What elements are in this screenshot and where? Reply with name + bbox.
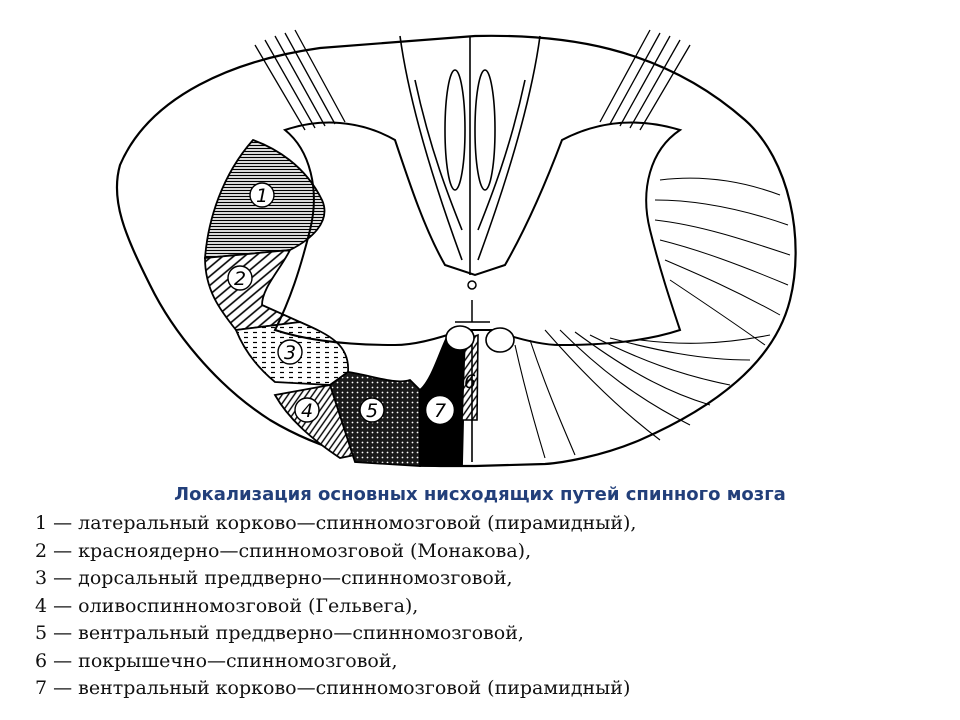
legend-item-2: 2 — красноядерно—спинномозговой (Монаков…	[35, 539, 532, 562]
tract-legend: 1 — латеральный корково—спинномозговой (…	[35, 510, 636, 703]
tract-label-1: 1	[249, 182, 275, 208]
tract-label-3: 3	[277, 339, 303, 365]
legend-item-6: 6 — покрышечно—спинномозговой,	[35, 649, 398, 672]
tract-label-2: 2	[227, 265, 253, 291]
caption-title: Локализация основных нисходящих путей сп…	[174, 484, 786, 505]
legend-item-4: 4 — оливоспинномозговой (Гельвега),	[35, 594, 419, 617]
tract-label-7: 7	[426, 396, 454, 424]
svg-text:4: 4	[301, 400, 313, 422]
tract-label-6: 6	[464, 371, 476, 393]
svg-text:1: 1	[256, 185, 268, 207]
ventral-horn-cap-right	[485, 327, 515, 353]
svg-text:3: 3	[284, 342, 296, 364]
svg-text:2: 2	[234, 268, 246, 290]
legend-item-3: 3 — дорсальный преддверно—спинномозговой…	[35, 567, 513, 589]
anterior-commissure	[455, 300, 490, 323]
spinal-cord-cross-section: 1 2 3 4 5 6 7	[115, 29, 797, 468]
dorsal-root-left	[254, 29, 346, 131]
grey-matter-outline	[273, 121, 683, 347]
svg-text:5: 5	[366, 400, 378, 422]
legend-item-7: 7 — вентральный корково—спинномозговой (…	[35, 677, 631, 699]
tract-label-5: 5	[359, 397, 385, 423]
legend-item-5: 5 — вентральный преддверно—спинномозгово…	[35, 622, 524, 644]
svg-text:7: 7	[434, 400, 446, 422]
central-canal	[467, 280, 477, 290]
lateral-white-matter-fibers	[654, 177, 791, 346]
legend-item-1: 1 — латеральный корково—спинномозговой (…	[35, 512, 637, 534]
dorsal-columns	[399, 35, 541, 275]
ventral-horn-cap-left	[445, 325, 475, 351]
tract-label-4: 4	[294, 397, 320, 423]
ventral-root-fibers	[514, 329, 771, 459]
dorsal-root-right	[599, 29, 691, 131]
svg-text:6: 6	[464, 371, 476, 393]
